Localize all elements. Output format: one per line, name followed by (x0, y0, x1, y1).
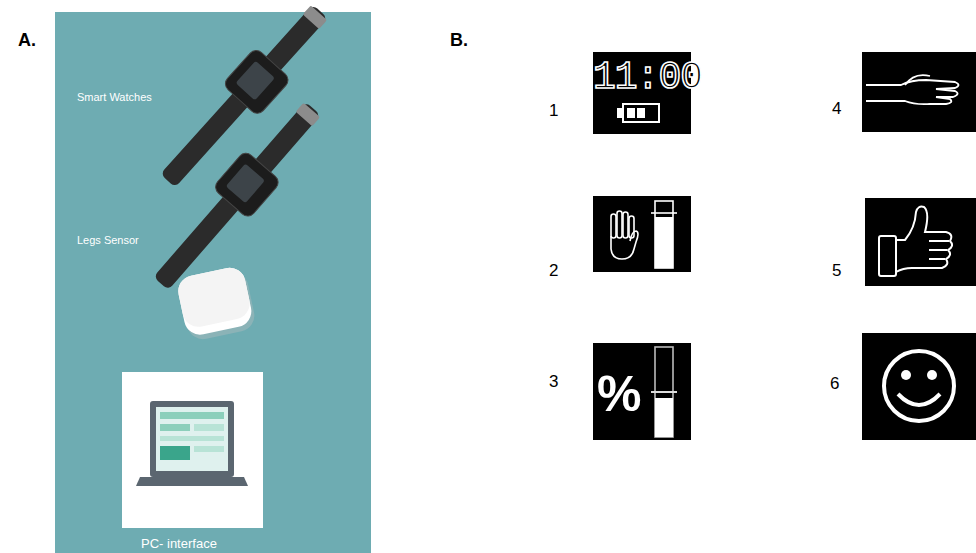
thumbs-up-icon (879, 207, 952, 276)
finger (629, 216, 634, 238)
finger (617, 211, 622, 238)
percent-symbol: % (597, 365, 641, 423)
thumb (905, 75, 930, 85)
smiley-icon (884, 351, 954, 421)
icon-tile (865, 198, 976, 286)
finger (623, 212, 628, 238)
callout-number: 2 (549, 261, 558, 281)
panel-letter: B. (450, 30, 468, 51)
smiley-face (884, 351, 954, 421)
clock-display: 11:00 (593, 56, 691, 99)
icon-tile (862, 333, 976, 440)
panel-letter: A. (18, 30, 36, 51)
device-label: Smart Watches (77, 91, 152, 103)
icon-tile (593, 196, 691, 272)
device-panel: Smart WatchesLegs SensorPC- interface (55, 12, 371, 553)
finger (611, 214, 616, 238)
hand-flat-icon (866, 75, 959, 104)
slider-track (655, 201, 673, 268)
finger-lines (929, 241, 949, 259)
callout-number: 4 (832, 99, 841, 119)
callout-number: 5 (832, 261, 841, 281)
smiley-mouth (898, 394, 940, 405)
device-label: PC- interface (141, 536, 217, 551)
icon-tile: % (593, 343, 691, 440)
smiley-eye (927, 370, 937, 380)
icon-tile: 11:00 (593, 52, 691, 134)
level-slider (651, 201, 677, 268)
slider-fill (655, 217, 673, 268)
callout-number: 6 (830, 374, 839, 394)
callout-number: 1 (549, 101, 558, 121)
palm (611, 231, 638, 259)
smiley-eye (901, 370, 911, 380)
hand-outline (866, 80, 959, 104)
callout-number: 3 (549, 372, 558, 392)
slider-mark (651, 212, 677, 214)
icon-tile (862, 52, 976, 132)
hand-outline (896, 207, 952, 272)
device-label: Legs Sensor (77, 234, 139, 246)
cuff (879, 236, 896, 276)
hand-stop-icon (611, 211, 638, 259)
